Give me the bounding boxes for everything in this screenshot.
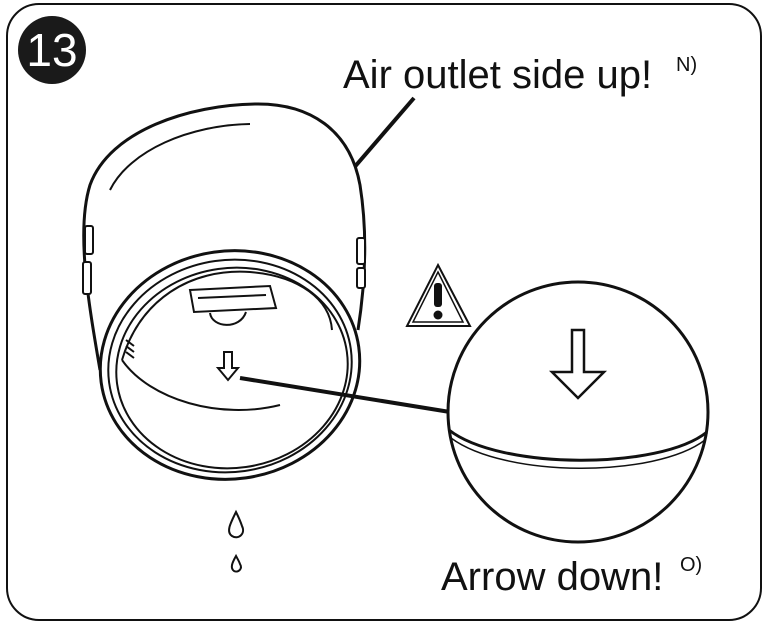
magnified-detail (446, 280, 710, 544)
water-drop-small-icon (230, 553, 242, 573)
magnified-arrow-down-icon (548, 328, 608, 400)
arrow-down-note: O) (680, 554, 702, 576)
warning-triangle-icon (405, 262, 472, 327)
device-illustration (82, 102, 367, 481)
water-drop-icon (228, 509, 244, 539)
arrow-down-label: Arrow down! (441, 555, 663, 599)
step-badge: 13 (18, 16, 86, 84)
arrow-down-icon (215, 351, 241, 382)
air-outlet-label: Air outlet side up! (343, 53, 652, 97)
step-number: 13 (26, 24, 77, 76)
arrow-leader-line (239, 376, 451, 414)
air-outlet-note: N) (676, 54, 697, 76)
air-outlet-slot (188, 284, 278, 314)
